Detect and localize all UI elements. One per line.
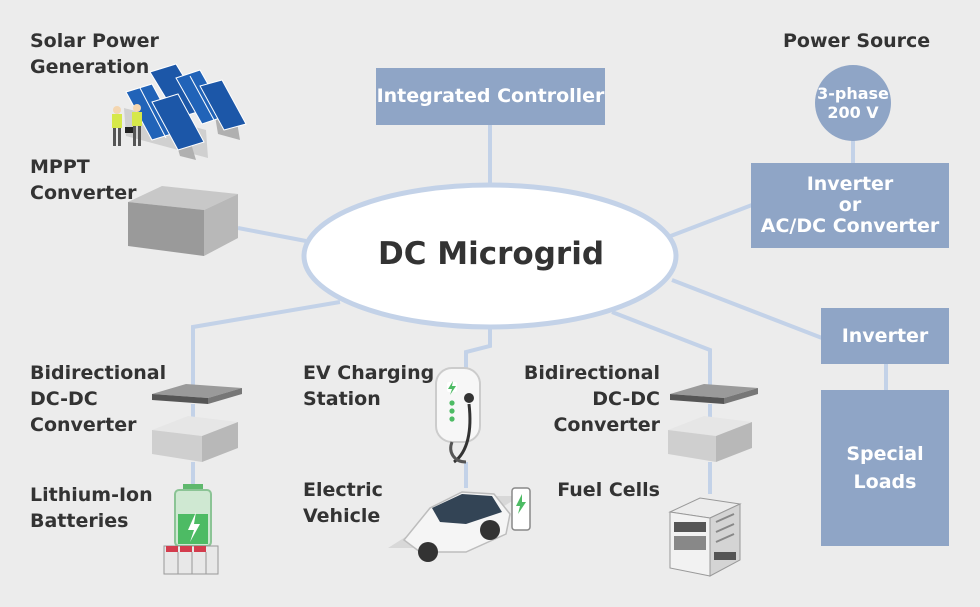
power-source-label: Power Source bbox=[783, 30, 931, 52]
inverter-acdc-box: Inverter or AC/DC Converter bbox=[751, 163, 949, 248]
battery-converter-label-line1: Bidirectional bbox=[30, 362, 167, 384]
fuel-converter-label-line1: Bidirectional bbox=[523, 362, 660, 384]
fuel-cells-label: Fuel Cells bbox=[557, 479, 660, 501]
fuel-converter-label-line3: Converter bbox=[553, 414, 660, 436]
fuel-cell-icon bbox=[668, 497, 742, 577]
solar-panel-icon bbox=[112, 63, 247, 160]
inverter-acdc-line1: Inverter bbox=[806, 173, 894, 195]
solar-label-line1: Solar Power bbox=[30, 30, 159, 52]
fuel-converter-label-line2: DC-DC bbox=[592, 388, 660, 410]
solar-label-line2: Generation bbox=[30, 56, 150, 78]
integrated-controller-label: Integrated Controller bbox=[376, 85, 605, 107]
power-source-circle bbox=[815, 65, 891, 141]
mppt-label-line1: MPPT bbox=[30, 156, 90, 178]
line-ev-station bbox=[464, 328, 492, 370]
power-source-phase: 3-phase bbox=[817, 84, 889, 103]
ev-station-label-line2: Station bbox=[303, 388, 381, 410]
electric-vehicle-icon bbox=[388, 487, 531, 562]
line-inverter bbox=[671, 278, 823, 340]
dc-microgrid-ellipse bbox=[301, 182, 679, 330]
battery-label-line2: Batteries bbox=[30, 510, 129, 532]
bidirectional-converter-icon-left bbox=[152, 384, 242, 462]
mppt-label-line2: Converter bbox=[30, 182, 137, 204]
line-inverter-acdc bbox=[667, 203, 753, 239]
battery-converter-label-line3: Converter bbox=[30, 414, 137, 436]
integrated-controller-box: Integrated Controller bbox=[376, 68, 605, 125]
connection-lines bbox=[191, 125, 888, 494]
power-source-circle-text: 3-phase 200 V bbox=[815, 84, 891, 122]
dc-microgrid-title: DC Microgrid bbox=[378, 236, 605, 272]
inverter-acdc-line3: AC/DC Converter bbox=[760, 215, 940, 237]
battery-converter-label-line2: DC-DC bbox=[30, 388, 98, 410]
power-source-voltage: 200 V bbox=[827, 103, 879, 122]
inverter-acdc-line2: or bbox=[838, 194, 862, 216]
ev-charging-station-icon bbox=[435, 367, 481, 464]
ev-vehicle-label-line2: Vehicle bbox=[303, 505, 381, 527]
inverter-label: Inverter bbox=[841, 324, 929, 347]
special-loads-box: Special Loads bbox=[821, 390, 949, 546]
mppt-converter-icon bbox=[128, 186, 238, 256]
special-loads-line2: Loads bbox=[853, 471, 917, 493]
ev-station-label-line1: EV Charging bbox=[303, 362, 435, 384]
line-fuel-branch bbox=[611, 310, 712, 388]
lithium-ion-battery-icon bbox=[163, 484, 219, 575]
battery-label-line1: Lithium-Ion bbox=[30, 484, 153, 506]
ev-vehicle-label-line1: Electric bbox=[303, 479, 383, 501]
line-battery-branch bbox=[191, 300, 341, 388]
inverter-box: Inverter bbox=[821, 308, 949, 364]
line-mppt bbox=[237, 226, 307, 243]
special-loads-line1: Special bbox=[846, 443, 924, 465]
bidirectional-converter-icon-right bbox=[668, 384, 758, 462]
